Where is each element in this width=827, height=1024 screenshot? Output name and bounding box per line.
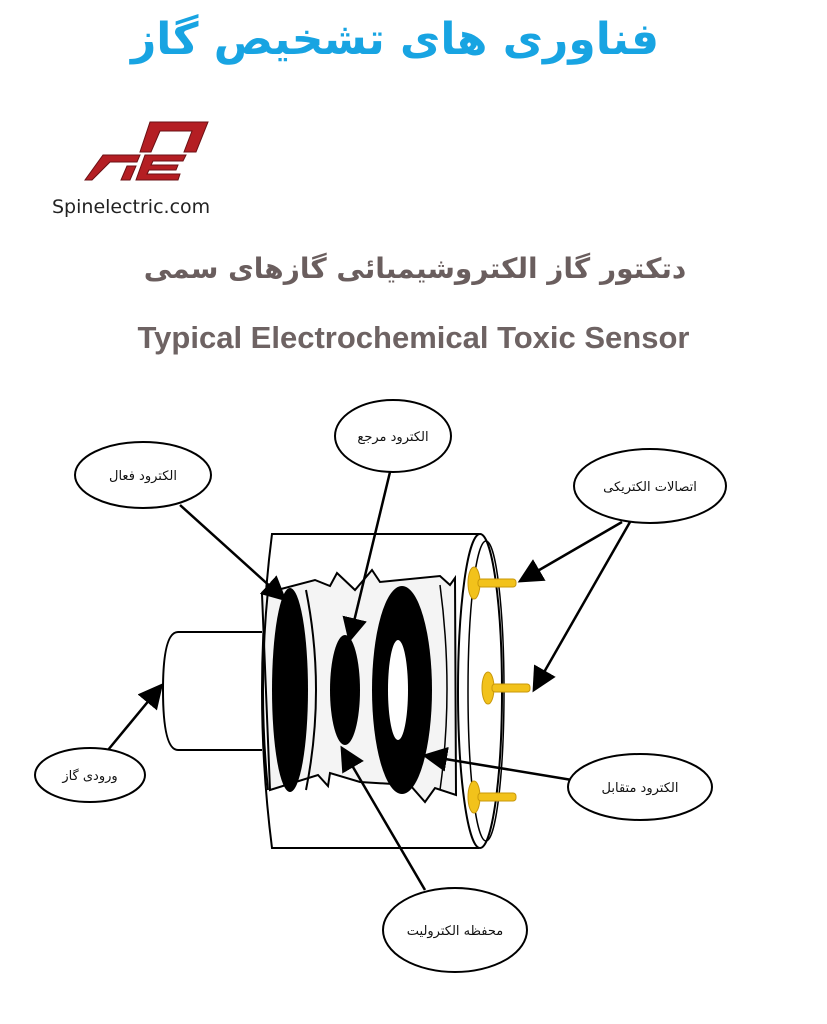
gas-inlet-tube — [161, 631, 262, 751]
bubble-counter-electrode — [567, 753, 713, 821]
label-electrolyte-reservoir: محفظه الکترولیت — [407, 924, 503, 939]
bubble-gas-inlet — [34, 747, 146, 803]
subtitle-english: Typical Electrochemical Toxic Sensor — [137, 320, 690, 355]
label-reference-electrode: الکترود مرجع — [357, 430, 428, 445]
label-electrical-connections: اتصالات الکتریکی — [603, 480, 697, 495]
label-gas-inlet: ورودی گاز — [61, 768, 117, 784]
label-working-electrode: الکترود فعال — [109, 469, 177, 484]
company-logo — [84, 121, 209, 181]
reference-electrode — [330, 635, 360, 745]
working-electrode — [272, 588, 308, 792]
website-link[interactable]: Spinelectric.com — [52, 196, 211, 218]
electrical-pins — [467, 566, 531, 814]
bubble-electrolyte-reservoir — [382, 887, 528, 973]
bubble-working-electrode — [74, 441, 212, 509]
bubble-reference-electrode — [334, 399, 452, 473]
subtitle-persian: دتکتور گاز الکتروشیمیائی گازهای سمی — [143, 252, 687, 285]
page-title: فناوری های تشخیص گاز — [130, 14, 660, 65]
bubble-electrical-connections — [573, 448, 727, 524]
label-counter-electrode: الکترود متقابل — [602, 781, 679, 796]
pointer-arrows — [107, 471, 632, 891]
